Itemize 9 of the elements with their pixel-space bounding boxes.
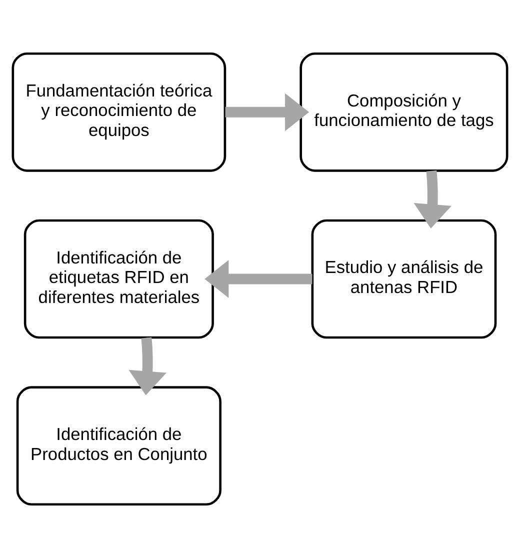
arrow bbox=[204, 260, 312, 298]
node-box: Identificación de Productos en Conjunto bbox=[16, 386, 222, 506]
node-box: Composición y funcionamiento de tags bbox=[300, 52, 508, 172]
node-box: Fundamentación teórica y reconocimiento de equipos bbox=[12, 52, 226, 172]
node-box: Identificación de etiquetas RFID en diferentes materiales bbox=[24, 219, 214, 339]
arrow bbox=[225, 93, 310, 132]
node-box: Estudio y análisis de antenas RFID bbox=[311, 219, 497, 339]
arrow bbox=[414, 170, 452, 228]
arrow bbox=[128, 337, 167, 396]
